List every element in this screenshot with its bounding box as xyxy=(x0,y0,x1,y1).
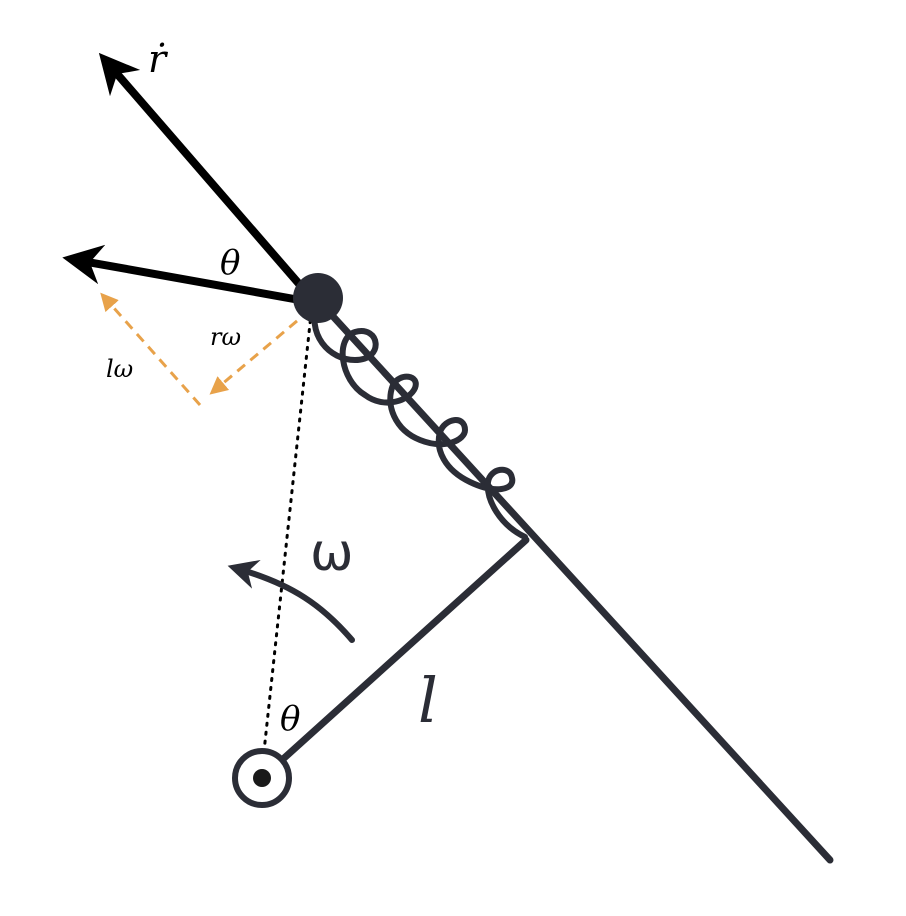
rod xyxy=(314,296,834,864)
arm-l xyxy=(258,536,530,782)
label-omega: ω xyxy=(310,523,354,583)
mass xyxy=(293,273,343,323)
label-l-omega: lω xyxy=(106,355,133,383)
r-dot-arrow xyxy=(98,52,304,289)
pivot-center-dot xyxy=(253,769,271,787)
label-theta-bottom: θ xyxy=(280,699,300,739)
spring xyxy=(311,297,528,540)
label-l: l xyxy=(418,664,438,737)
label-theta-top: θ xyxy=(220,243,240,283)
label-r-omega: rω xyxy=(210,323,241,351)
perpendicular-velocity-arrow xyxy=(62,244,304,304)
label-r-dot: ṙ xyxy=(148,37,169,81)
omega-rotation-arrow xyxy=(227,559,355,643)
pivot-mass-line xyxy=(260,303,314,772)
l-omega-arrow xyxy=(100,292,202,406)
r-omega-arrow xyxy=(209,308,311,395)
